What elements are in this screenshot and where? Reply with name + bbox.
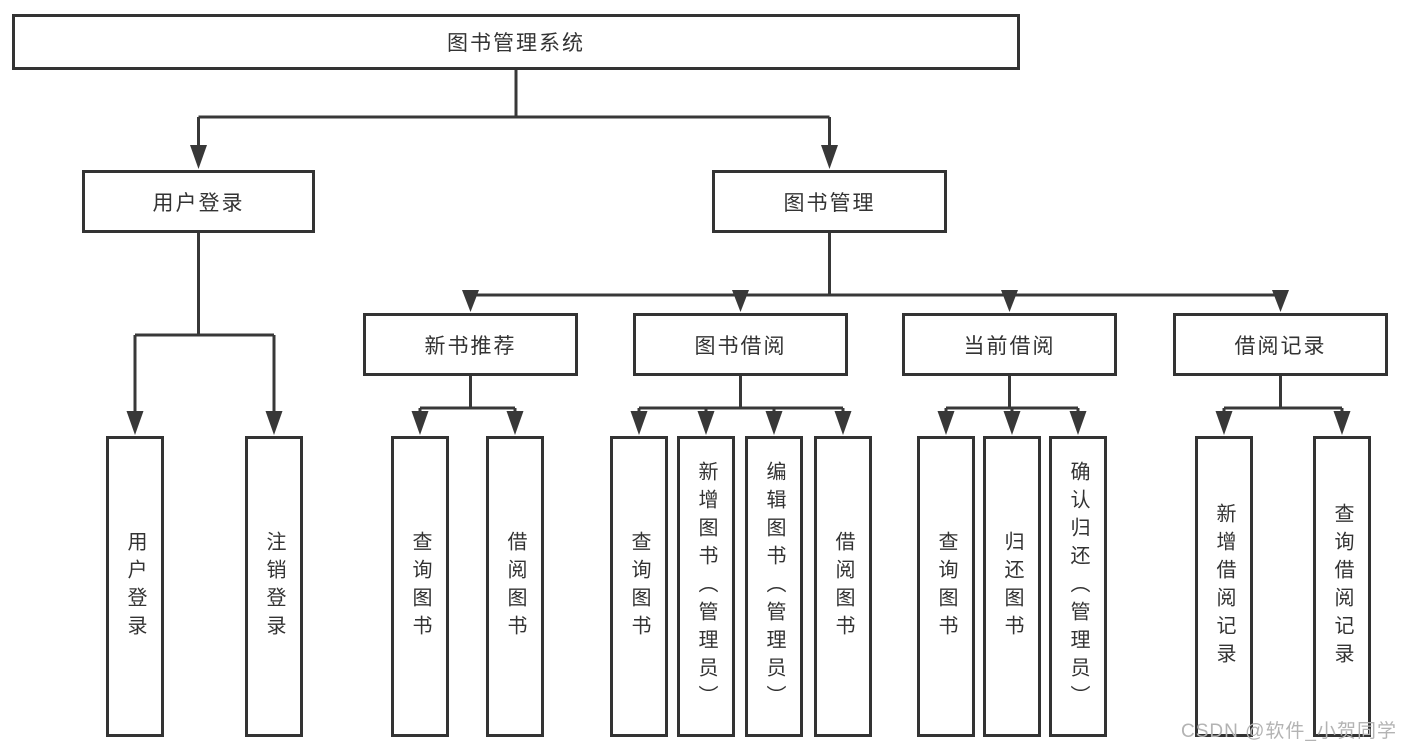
node-book-borrow: 图书借阅: [633, 313, 848, 376]
leaf-edit-book-admin: 编辑图书（管理员）: [745, 436, 803, 737]
leaf-confirm-return-admin-label: 确认归还（管理员）: [1067, 460, 1089, 713]
node-root-label: 图书管理系统: [447, 32, 585, 55]
leaf-edit-book-admin-label: 编辑图书（管理员）: [763, 460, 785, 713]
leaf-query-books-borrow: 查询图书: [610, 436, 668, 737]
leaf-borrow-books-recommend: 借阅图书: [486, 436, 544, 737]
node-root: 图书管理系统: [12, 14, 1020, 70]
leaf-user-login: 用户登录: [106, 436, 164, 737]
node-book-management: 图书管理: [712, 170, 947, 233]
leaf-confirm-return-admin: 确认归还（管理员）: [1049, 436, 1107, 737]
node-new-book-recommend: 新书推荐: [363, 313, 578, 376]
leaf-logout: 注销登录: [245, 436, 303, 737]
leaf-query-books-recommend: 查询图书: [391, 436, 449, 737]
node-book-management-label: 图书管理: [783, 191, 876, 215]
leaf-borrow-books-recommend-label: 借阅图书: [504, 530, 526, 643]
node-book-borrow-label: 图书借阅: [694, 334, 787, 358]
leaf-logout-label: 注销登录: [263, 530, 285, 643]
leaf-query-borrow-record: 查询借阅记录: [1313, 436, 1371, 737]
leaf-return-book: 归还图书: [983, 436, 1041, 737]
leaf-query-books-recommend-label: 查询图书: [409, 530, 431, 643]
node-new-book-recommend-label: 新书推荐: [424, 334, 517, 358]
leaf-user-login-label: 用户登录: [124, 530, 146, 643]
node-user-login-label: 用户登录: [152, 191, 245, 215]
leaf-borrow-books-label: 借阅图书: [832, 530, 854, 643]
node-user-login: 用户登录: [82, 170, 315, 233]
leaf-add-borrow-record: 新增借阅记录: [1195, 436, 1253, 737]
leaf-return-book-label: 归还图书: [1001, 530, 1023, 643]
arrowheads: [126, 145, 1351, 435]
leaf-add-book-admin-label: 新增图书（管理员）: [695, 460, 717, 713]
node-borrow-records: 借阅记录: [1173, 313, 1388, 376]
leaf-borrow-books: 借阅图书: [814, 436, 872, 737]
leaf-query-books-borrow-label: 查询图书: [628, 530, 650, 643]
leaf-add-book-admin: 新增图书（管理员）: [677, 436, 735, 737]
leaf-add-borrow-record-label: 新增借阅记录: [1213, 502, 1235, 671]
node-borrow-records-label: 借阅记录: [1234, 334, 1327, 358]
node-current-borrow: 当前借阅: [902, 313, 1117, 376]
csdn-watermark: CSDN @软件_小贺同学: [1181, 721, 1397, 742]
leaf-query-borrow-record-label: 查询借阅记录: [1331, 502, 1353, 671]
leaf-query-books-current-label: 查询图书: [935, 530, 957, 643]
node-current-borrow-label: 当前借阅: [963, 334, 1056, 358]
leaf-query-books-current: 查询图书: [917, 436, 975, 737]
